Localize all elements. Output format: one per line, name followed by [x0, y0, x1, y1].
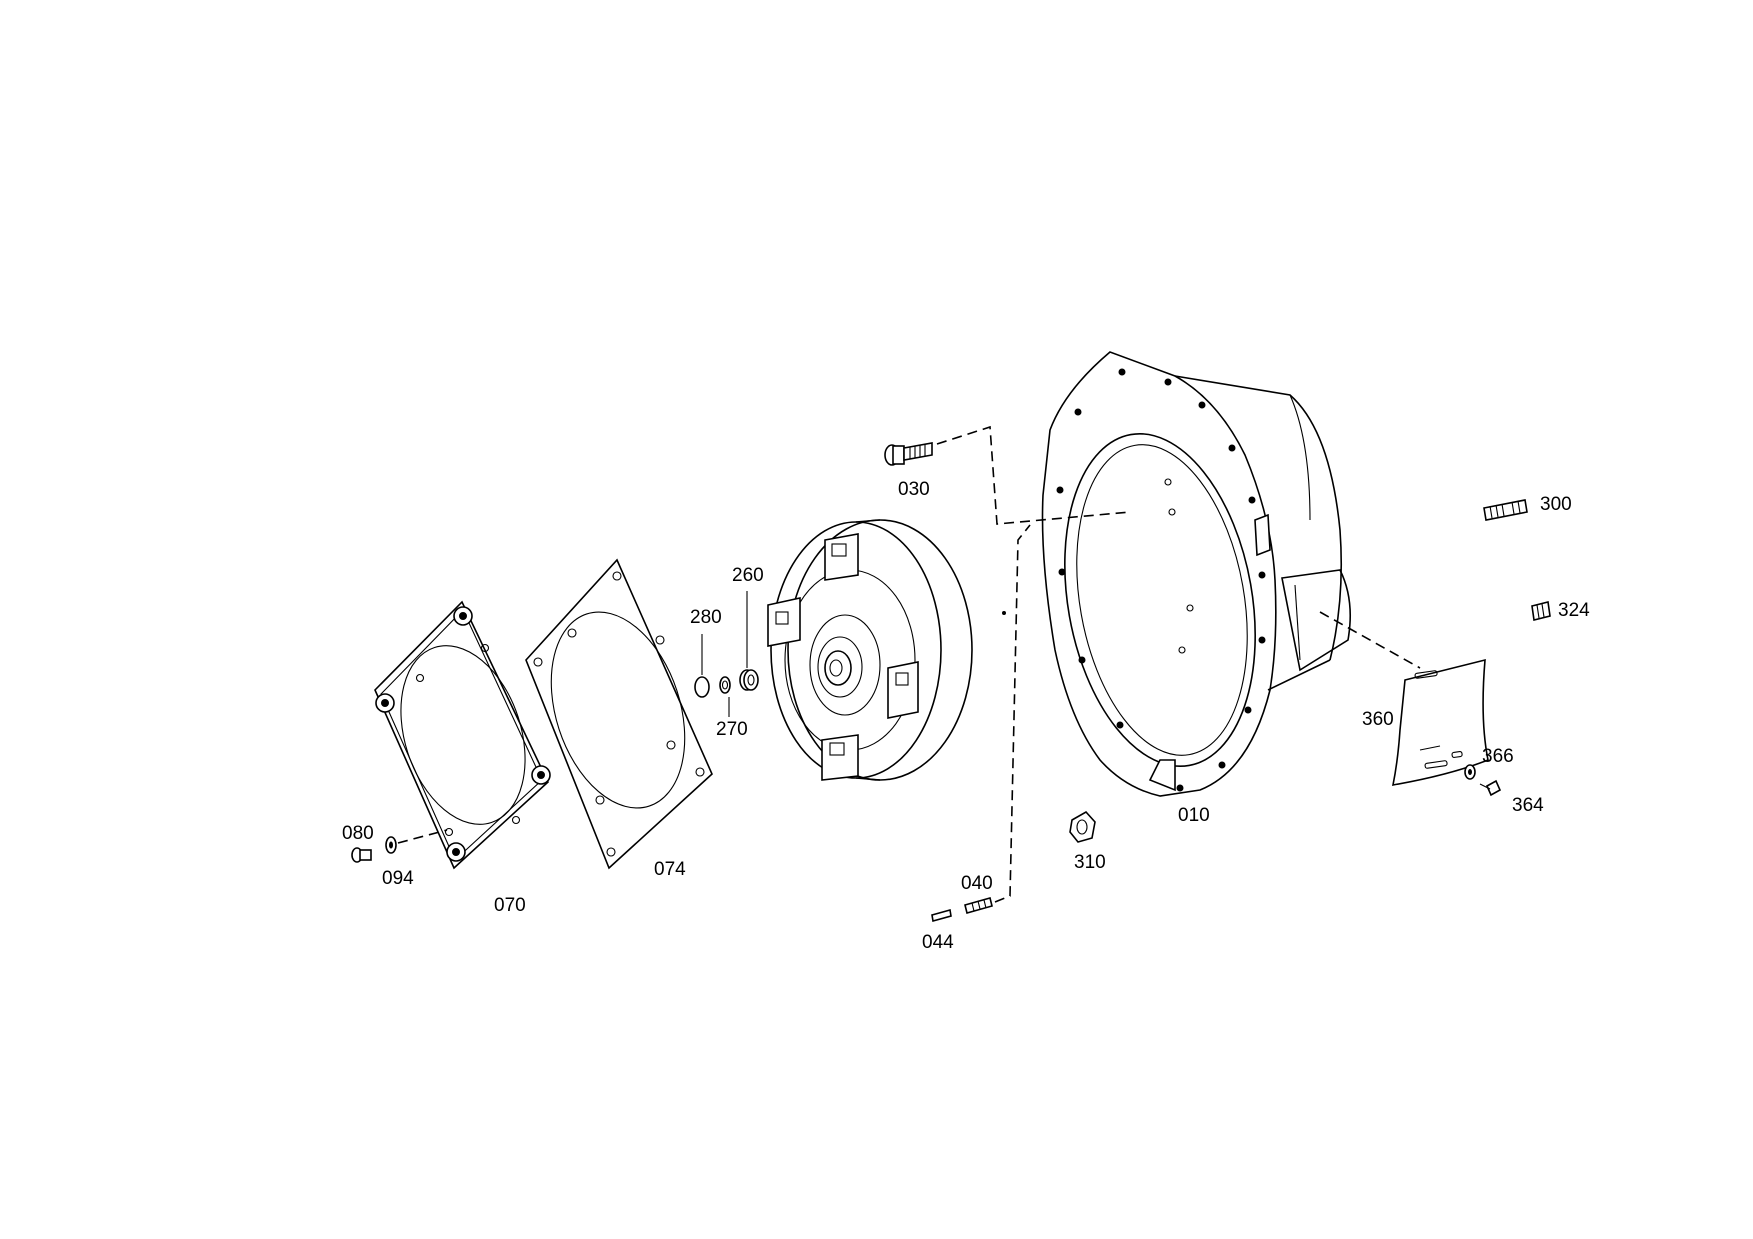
pin-044 [931, 908, 952, 923]
leader-040 [994, 524, 1031, 903]
part-label-094: 094 [382, 868, 414, 889]
screw-080 [351, 847, 372, 863]
part-label-070: 070 [494, 895, 526, 916]
part-label-010: 010 [1178, 805, 1210, 826]
part-label-044: 044 [922, 932, 954, 953]
housing-010 [1041, 351, 1352, 797]
part-label-366: 366 [1482, 746, 1514, 767]
part-label-270: 270 [716, 719, 748, 740]
screw-364 [1479, 779, 1502, 797]
stud-300 [1483, 499, 1528, 521]
plug-324 [1531, 601, 1551, 621]
part-label-074: 074 [654, 859, 686, 880]
leader-360 [1319, 611, 1421, 669]
part-label-310: 310 [1074, 852, 1106, 873]
part-label-080: 080 [342, 823, 374, 844]
leader-094 [397, 829, 448, 844]
bushing-260 [739, 669, 759, 691]
leader-030 [936, 425, 1131, 525]
pin-040 [964, 897, 993, 914]
cover-plate-070 [374, 600, 551, 870]
part-label-260: 260 [732, 565, 764, 586]
ring-270 [719, 676, 731, 694]
gasket-074 [525, 558, 713, 870]
ring-280 [694, 676, 710, 698]
torque-converter [767, 519, 1006, 781]
part-label-324: 324 [1558, 600, 1590, 621]
nut-310 [1069, 810, 1096, 843]
part-label-040: 040 [961, 873, 993, 894]
part-label-300: 300 [1540, 494, 1572, 515]
part-label-280: 280 [690, 607, 722, 628]
washer-094 [385, 836, 397, 854]
part-label-360: 360 [1362, 709, 1394, 730]
washer-366 [1464, 764, 1476, 780]
part-label-364: 364 [1512, 795, 1544, 816]
bolt-030 [884, 442, 933, 466]
part-label-030: 030 [898, 479, 930, 500]
cover-360 [1391, 658, 1489, 786]
